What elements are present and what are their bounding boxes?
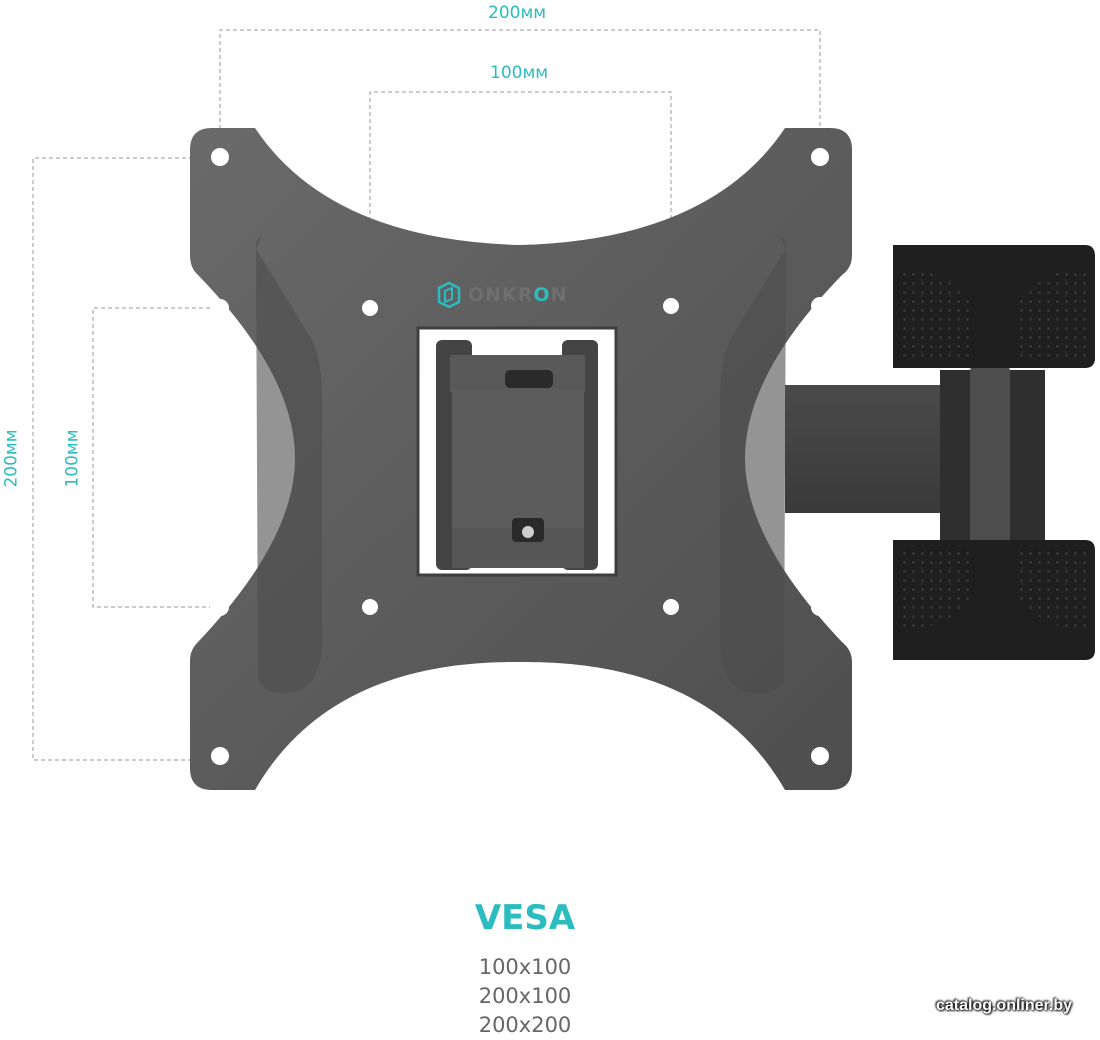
dimension-label-top-inner: 100мм bbox=[490, 63, 549, 83]
watermark: catalog.onliner.by bbox=[935, 997, 1072, 1014]
vesa-size-item: 200x200 bbox=[478, 1013, 572, 1037]
mounting-holes bbox=[211, 148, 829, 765]
wall-arm bbox=[785, 245, 1095, 660]
onkron-logo-icon bbox=[437, 281, 461, 309]
vesa-size-item: 100x100 bbox=[478, 955, 572, 979]
brand-logo: ONKRON bbox=[436, 280, 567, 310]
dimension-label-left-outer: 200мм bbox=[1, 429, 22, 488]
vesa-size-item: 200x100 bbox=[478, 984, 572, 1008]
dimension-label-top-outer: 200мм bbox=[488, 3, 547, 23]
dimension-lines bbox=[32, 29, 821, 761]
vesa-plate bbox=[190, 128, 852, 790]
dimension-label-left-inner: 100мм bbox=[62, 429, 83, 488]
vesa-sizes-list: 100x100 200x100 200x200 bbox=[0, 953, 1050, 1040]
brand-name: ONKRON bbox=[468, 284, 568, 306]
vesa-title: VESA bbox=[474, 898, 576, 938]
